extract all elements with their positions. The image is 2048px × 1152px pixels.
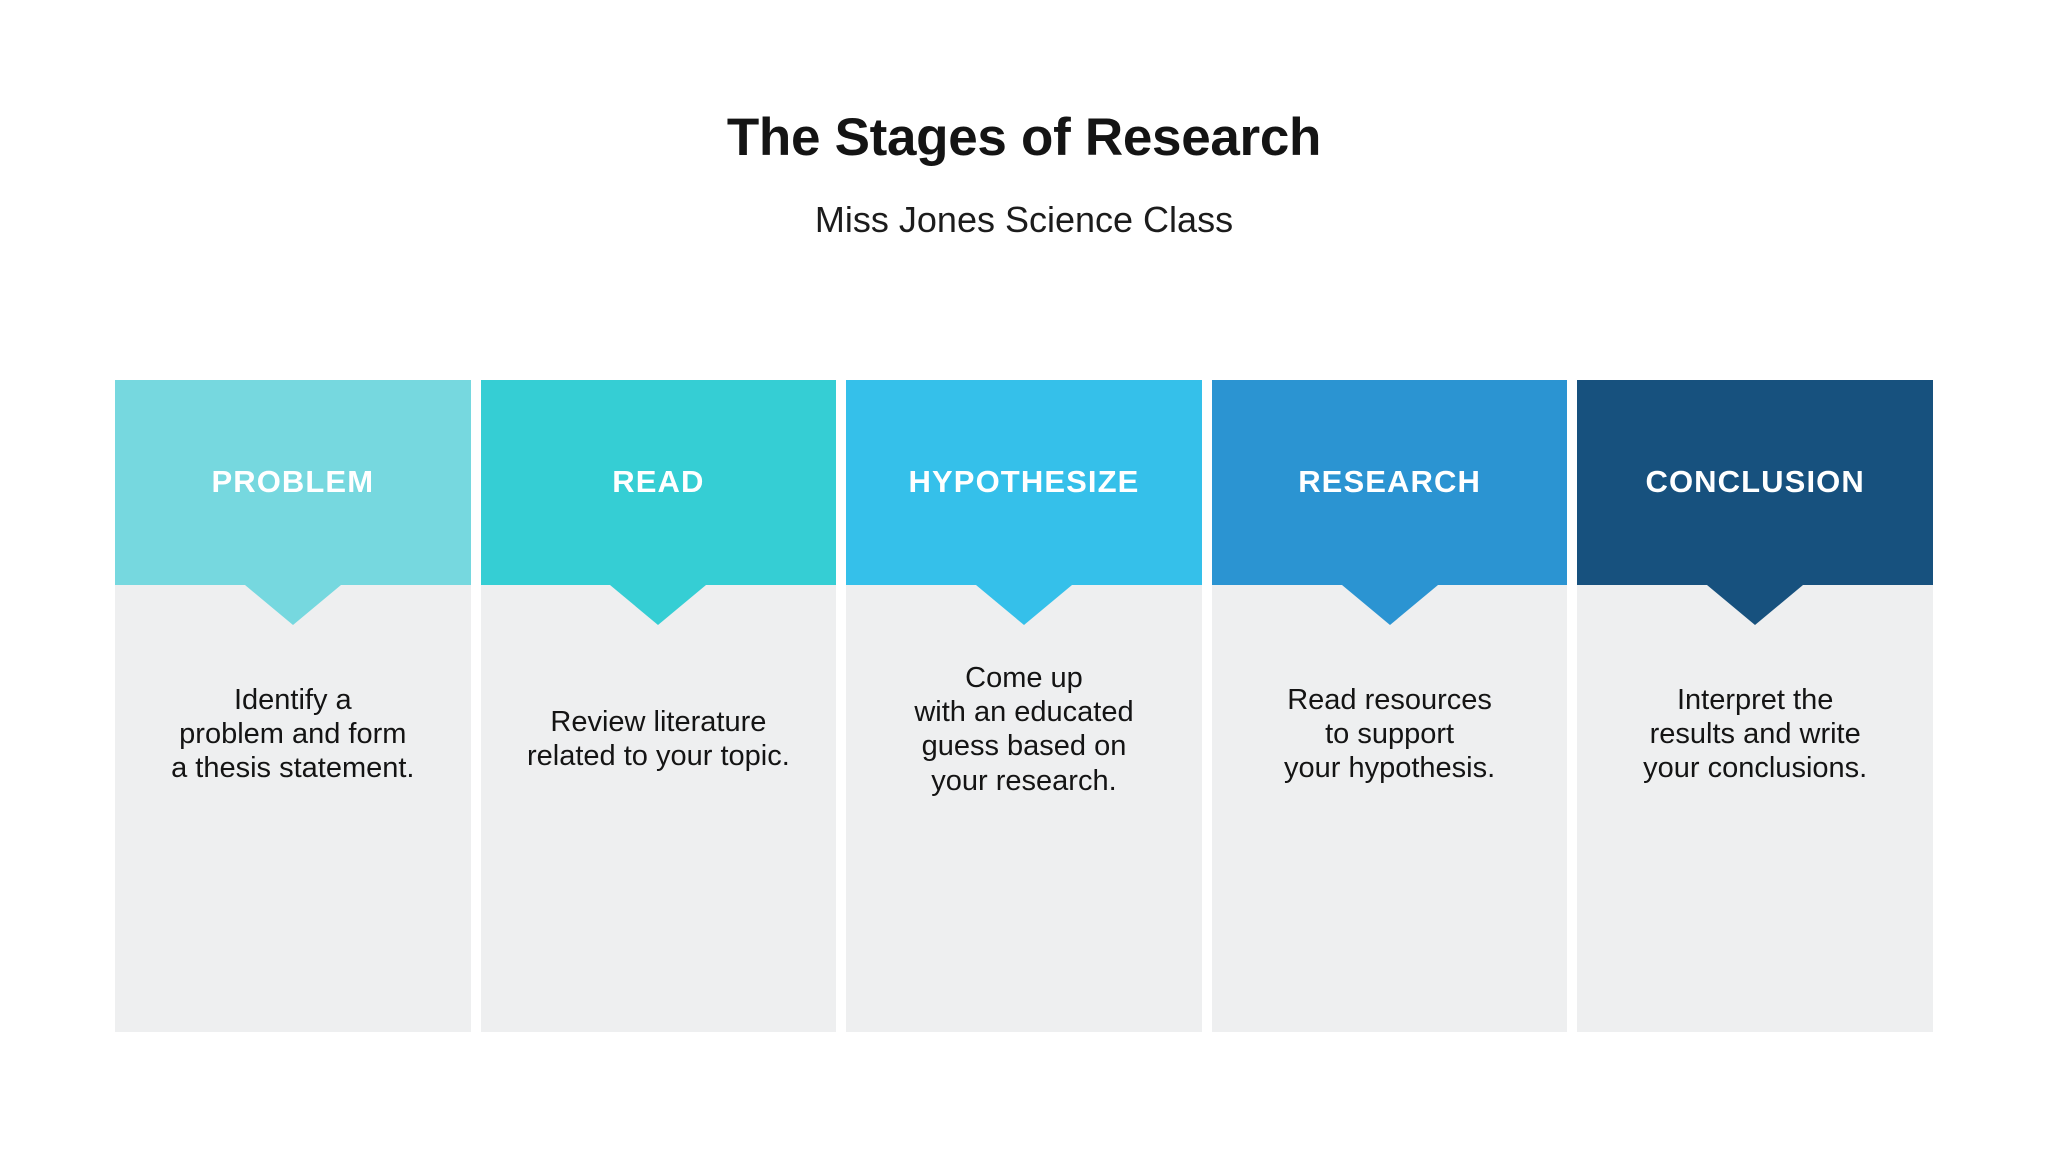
- stage-column-conclusion[interactable]: CONCLUSION Interpret the results and wri…: [1577, 380, 1933, 1032]
- stage-description-problem: Identify a problem and form a thesis sta…: [171, 684, 415, 785]
- stage-notch-problem: [244, 585, 341, 625]
- stage-column-problem[interactable]: PROBLEM Identify a problem and form a th…: [115, 380, 471, 1032]
- stage-column-hypothesize[interactable]: HYPOTHESIZE Come up with an educated gue…: [846, 380, 1202, 1032]
- stage-header-read: READ: [480, 380, 837, 625]
- stage-notch-read: [610, 585, 707, 625]
- stage-body-conclusion: Interpret the results and write your con…: [1577, 585, 1933, 1032]
- stage-label-read: READ: [612, 464, 705, 500]
- stage-body-hypothesize: Come up with an educated guess based on …: [846, 585, 1202, 1032]
- stage-notch-hypothesize: [975, 585, 1072, 625]
- stage-notch-conclusion: [1707, 585, 1804, 625]
- stage-body-read: Review literature related to your topic.: [481, 585, 837, 1032]
- stages-row: PROBLEM Identify a problem and form a th…: [115, 380, 1933, 1032]
- stage-header-problem: PROBLEM: [115, 380, 471, 625]
- stage-description-research: Read resources to support your hypothesi…: [1283, 684, 1496, 785]
- page-subtitle: Miss Jones Science Class: [814, 198, 1234, 240]
- page-title: The Stages of Research: [726, 108, 1322, 167]
- stage-label-hypothesize: HYPOTHESIZE: [908, 464, 1140, 500]
- stage-description-hypothesize: Come up with an educated guess based on …: [914, 662, 1134, 797]
- stage-description-read: Review literature related to your topic.: [527, 706, 790, 773]
- stage-column-read[interactable]: READ Review literature related to your t…: [480, 380, 837, 1032]
- stage-label-research: RESEARCH: [1298, 464, 1481, 500]
- stage-header-hypothesize: HYPOTHESIZE: [846, 380, 1202, 625]
- stage-notch-research: [1341, 585, 1438, 625]
- stage-body-research: Read resources to support your hypothesi…: [1212, 585, 1568, 1032]
- stage-header-research: RESEARCH: [1211, 380, 1568, 625]
- stage-label-problem: PROBLEM: [211, 464, 375, 500]
- title-block: The Stages of Research Miss Jones Scienc…: [0, 108, 2048, 241]
- stage-body-problem: Identify a problem and form a thesis sta…: [115, 585, 471, 1032]
- stage-description-conclusion: Interpret the results and write your con…: [1643, 684, 1868, 785]
- stage-label-conclusion: CONCLUSION: [1645, 464, 1865, 500]
- stage-column-research[interactable]: RESEARCH Read resources to support your …: [1211, 380, 1568, 1032]
- stage-header-conclusion: CONCLUSION: [1577, 380, 1933, 625]
